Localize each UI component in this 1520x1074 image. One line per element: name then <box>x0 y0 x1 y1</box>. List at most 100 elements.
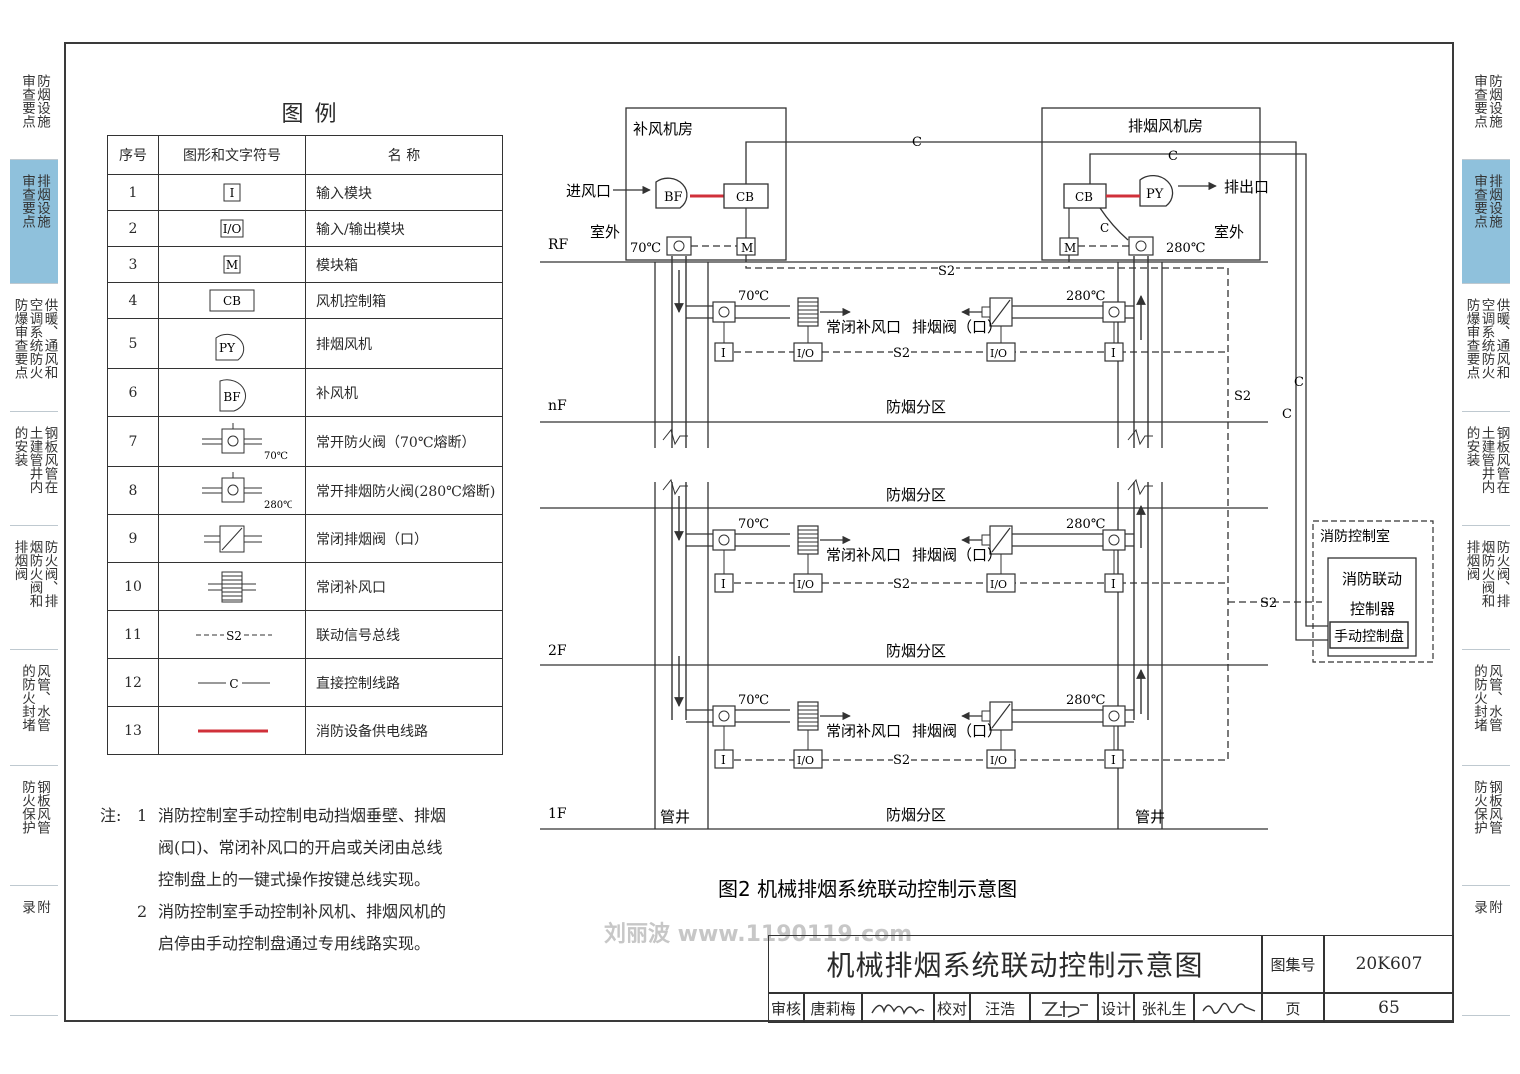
left-tab-2[interactable]: 排烟设施 审查要点 <box>10 160 58 284</box>
right-tab-8[interactable]: 附 录 <box>1462 886 1510 1016</box>
m-module-left-text: M <box>741 241 753 255</box>
legend-symbol-text: PY <box>219 341 236 355</box>
input-module <box>1104 342 1124 362</box>
damper-temp-high: 280℃ <box>1066 693 1105 708</box>
makeup-inlet-label: 常闭补风口 <box>826 318 901 336</box>
right-tab-7[interactable]: 钢板风管 防火保护 <box>1462 766 1510 886</box>
controller-line2: 控制器 <box>1350 600 1395 618</box>
right-tab-label: 防烟设施 审查要点 <box>1471 74 1502 128</box>
legend-symbol-cb-icon: CB <box>209 289 255 311</box>
control-label-top2: C <box>1168 149 1178 164</box>
left-tab-5[interactable]: 防火阀、排 烟防火阀和 排烟阀 <box>10 526 58 650</box>
fire-control-room <box>1312 520 1434 663</box>
s2-label-top: S2 <box>938 264 955 279</box>
diagram-caption: 图2 机械排烟系统联动控制示意图 <box>718 877 1017 901</box>
io-module <box>986 342 1016 362</box>
cb-makeup-text: CB <box>736 190 754 204</box>
io-module-text: I/O <box>797 754 814 767</box>
right-tab-label: 附 录 <box>1471 900 1502 914</box>
exhaust-fan-room <box>1041 107 1261 261</box>
left-tab-3[interactable]: 供暖、通风和 空调系统防火 防爆审查要点 <box>10 284 58 412</box>
left-tab-7[interactable]: 钢板风管 防火保护 <box>10 766 58 886</box>
makeup-fan-room-label: 补风机房 <box>633 120 693 138</box>
right-tab-2[interactable]: 排烟设施 审查要点 <box>1462 160 1510 284</box>
legend-symbol-text: CB <box>223 294 241 308</box>
damper-temp-high: 280℃ <box>1066 289 1105 304</box>
legend-row-name: 常闭补风口 <box>305 562 503 611</box>
io-module <box>986 749 1016 769</box>
floor-lines <box>540 261 1268 830</box>
makeup-branch-duct <box>686 305 790 319</box>
legend-row-no: 1 <box>107 174 159 211</box>
makeup-inlet-label: 常闭补风口 <box>826 546 901 564</box>
legend-row-name: 补风机 <box>305 368 503 417</box>
legend-row-symbol <box>158 514 306 563</box>
zone-label-1f: 防烟分区 <box>886 806 946 824</box>
input-module-text: I <box>1111 577 1116 591</box>
right-tab-4[interactable]: 钢板风管在 土建管井内 的安装 <box>1462 412 1510 526</box>
damper-temp-low: 70℃ <box>738 289 769 304</box>
m-module-right-text: M <box>1064 241 1076 255</box>
legend-symbol-text: I/O <box>223 222 242 236</box>
s2-bus-label: S2 <box>893 346 910 361</box>
note-line: 控制盘上的一键式操作按键总线实现。 <box>158 870 431 889</box>
legend-row-no: 13 <box>107 706 159 755</box>
legend-symbol-smoke-valve-icon <box>204 525 262 552</box>
damper-temp-low: 70℃ <box>738 693 769 708</box>
right-tab-3[interactable]: 供暖、通风和 空调系统防火 防爆审查要点 <box>1462 284 1510 412</box>
control-label-internal: C <box>1100 221 1109 235</box>
note-number: 2 <box>137 902 148 921</box>
legend-symbol-text: M <box>226 258 238 272</box>
notes-prefix: 注: <box>100 806 122 825</box>
legend-symbol-damper-icon: 70℃ <box>202 422 288 462</box>
io-module-text: I/O <box>797 578 814 591</box>
right-section-tabs: 防烟设施 审查要点排烟设施 审查要点供暖、通风和 空调系统防火 防爆审查要点钢板… <box>1462 60 1510 1016</box>
legend-row-symbol: 280℃ <box>158 466 306 515</box>
left-tab-6[interactable]: 风管、水管 的防火封堵 <box>10 650 58 766</box>
legend-row: 10 常闭补风口 <box>107 562 503 611</box>
left-tab-label: 排烟设施 审查要点 <box>19 174 50 228</box>
input-module-text: I <box>721 346 726 360</box>
io-module <box>793 749 823 769</box>
note-line: 消防控制室手动控制补风机、排烟风机的 <box>158 902 447 921</box>
legend-symbol-red-line-icon <box>198 729 268 732</box>
title-block: 机械排烟系统联动控制示意图 图集号 20K607 审核 唐莉梅 校对 汪浩 设计… <box>768 935 1454 1023</box>
legend-header-no: 序号 <box>107 135 159 175</box>
right-tab-5[interactable]: 防火阀、排 烟防火阀和 排烟阀 <box>1462 526 1510 650</box>
left-tab-1[interactable]: 防烟设施 审查要点 <box>10 60 58 160</box>
damper-temp-low: 70℃ <box>738 517 769 532</box>
right-tab-label: 钢板风管在 土建管井内 的安装 <box>1463 426 1510 494</box>
outdoor-right: 室外 <box>1214 223 1244 241</box>
left-tab-8[interactable]: 附 录 <box>10 886 58 1016</box>
zone-label-2f-upper: 防烟分区 <box>886 486 946 504</box>
legend-row-no: 10 <box>107 562 159 611</box>
exhaust-fan-room-label: 排烟风机房 <box>1128 117 1203 135</box>
legend-symbol-module-icon: I <box>223 183 241 201</box>
legend-row-name: 常开排烟防火阀(280℃熔断) <box>305 466 503 515</box>
left-tab-label: 钢板风管 防火保护 <box>19 780 50 834</box>
legend-row-name: 联动信号总线 <box>305 610 503 659</box>
right-tab-6[interactable]: 风管、水管 的防火封堵 <box>1462 650 1510 766</box>
left-section-tabs: 防烟设施 审查要点排烟设施 审查要点供暖、通风和 空调系统防火 防爆审查要点钢板… <box>10 60 58 1016</box>
legend-row-no: 3 <box>107 246 159 283</box>
input-module-text: I <box>1111 753 1116 767</box>
smoke-fire-damper-280 <box>1102 529 1126 551</box>
s2-bus-label: S2 <box>893 577 910 592</box>
input-module-text: I <box>1111 346 1116 360</box>
fire-damper-70 <box>712 705 736 727</box>
fire-damper-70 <box>712 529 736 551</box>
check-label: 校对 <box>934 993 970 1023</box>
atlas-no-label: 图集号 <box>1262 935 1324 993</box>
legend-symbol-text: S2 <box>226 629 242 643</box>
reviewer: 唐莉梅 <box>804 993 862 1023</box>
legend-row-name: 常闭排烟阀（口） <box>305 514 503 563</box>
page-label: 页 <box>1262 993 1324 1023</box>
note-number: 1 <box>137 806 148 825</box>
zone-label-2f-lower: 防烟分区 <box>886 642 946 660</box>
right-tab-1[interactable]: 防烟设施 审查要点 <box>1462 60 1510 160</box>
left-tab-4[interactable]: 钢板风管在 土建管井内 的安装 <box>10 412 58 526</box>
